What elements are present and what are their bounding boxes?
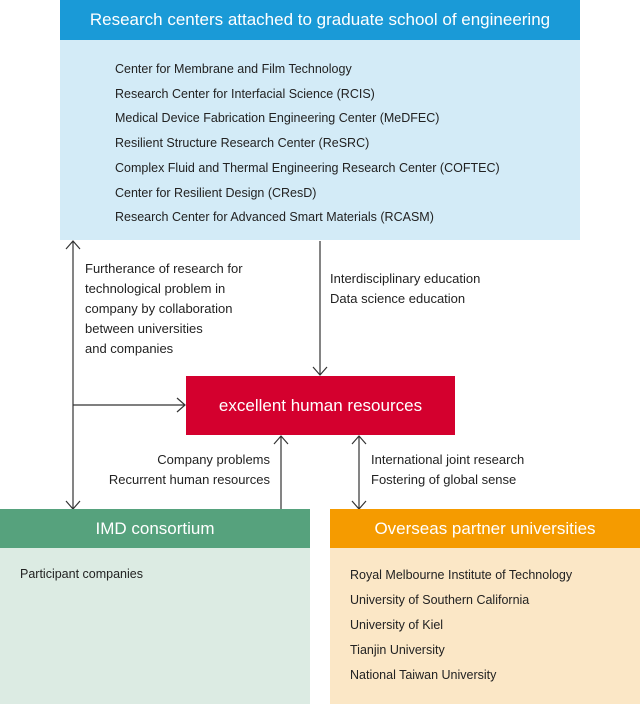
- list-item: University of Southern California: [350, 593, 530, 607]
- list-item: Tianjin University: [350, 643, 445, 657]
- overseas-partners-title: Overseas partner universities: [374, 519, 596, 538]
- international-arrow-head-up: [351, 435, 367, 445]
- company-arrow-head: [273, 435, 289, 445]
- international-label: International joint research Fostering o…: [371, 452, 525, 487]
- list-item: University of Kiel: [350, 618, 444, 632]
- research-centers-title: Research centers attached to graduate sc…: [89, 10, 551, 29]
- list-item: Complex Fluid and Thermal Engineering Re…: [115, 160, 500, 175]
- overseas-partners-list: Royal Melbourne Institute of Technology …: [350, 563, 572, 688]
- horizontal-arrow-head: [176, 397, 186, 413]
- education-arrow-head: [312, 366, 328, 376]
- list-item: Royal Melbourne Institute of Technology: [350, 568, 573, 582]
- research-centers-header: Research centers attached to graduate sc…: [60, 0, 580, 40]
- education-label: Interdisciplinary education Data science…: [330, 271, 481, 306]
- imd-consortium-panel: [0, 548, 310, 704]
- list-item: Research Center for Interfacial Science …: [115, 86, 375, 101]
- overseas-partners-panel: [330, 548, 640, 704]
- imd-consortium-title: IMD consortium: [95, 519, 215, 538]
- research-centers-list: Center for Membrane and Film Technology …: [115, 57, 500, 230]
- list-item: Resilient Structure Research Center (ReS…: [115, 136, 370, 151]
- list-item: Center for Resilient Design (CResD): [115, 185, 317, 200]
- research-centers-panel: [60, 40, 580, 240]
- overseas-partners-header: Overseas partner universities: [330, 509, 640, 548]
- list-item: Research Center for Advanced Smart Mater…: [115, 210, 434, 225]
- center-label: excellent human resources: [218, 396, 423, 415]
- collaboration-label: Furtherance of research for technologica…: [85, 261, 243, 356]
- list-item: National Taiwan University: [350, 668, 497, 682]
- list-item: Medical Device Fabrication Engineering C…: [115, 111, 440, 126]
- left-arrow-head-up: [65, 240, 81, 250]
- excellent-human-resources-box: excellent human resources: [186, 376, 455, 435]
- imd-participants: Participant companies: [20, 567, 143, 581]
- imd-consortium-header: IMD consortium: [0, 509, 310, 548]
- company-problems-label: Company problems Recurrent human resourc…: [108, 452, 270, 487]
- list-item: Center for Membrane and Film Technology: [115, 62, 352, 76]
